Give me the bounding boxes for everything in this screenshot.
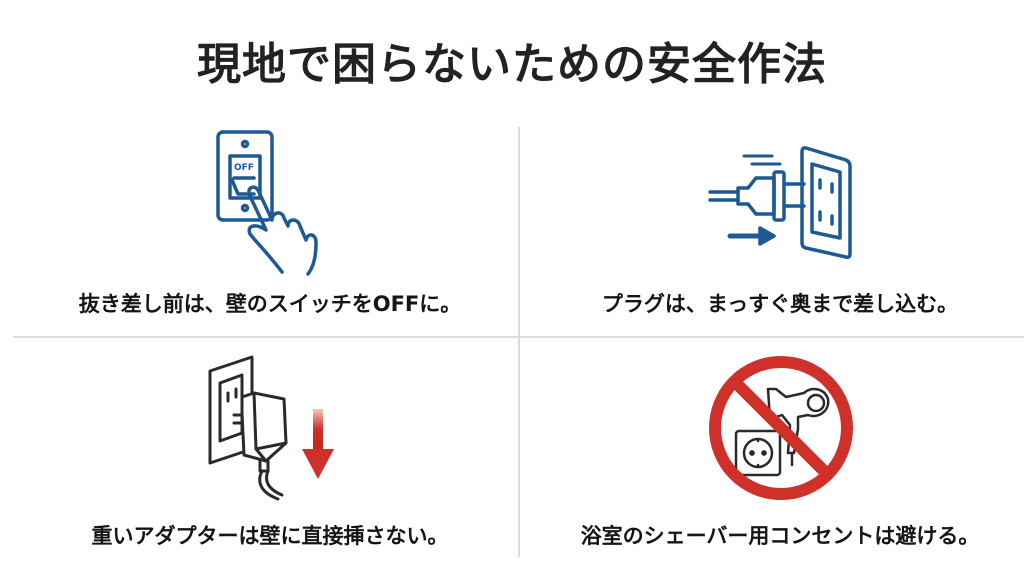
light-switch-off-hand-icon: OFF — [210, 128, 320, 282]
tip-caption: 重いアダプターは壁に直接挿さない。 — [91, 524, 449, 548]
plug-into-outlet-icon — [708, 142, 858, 264]
no-hairdryer-shaver-outlet-icon — [706, 353, 856, 507]
tip-caption: 抜き差し前は、壁のスイッチをOFFに。 — [78, 292, 462, 316]
page-title: 現地で困らないための安全作法 — [197, 39, 827, 90]
tip-heavy-adapter: 重いアダプターは壁に直接挿さない。 — [20, 345, 520, 565]
tip-avoid-shaver-outlet: 浴室のシェーバー用コンセントは避ける。 — [530, 345, 1024, 565]
tip-caption: 浴室のシェーバー用コンセントは避ける。 — [580, 524, 980, 548]
heavy-adapter-down-arrow-icon — [206, 353, 336, 507]
svg-text:OFF: OFF — [234, 163, 254, 173]
horizontal-divider — [13, 336, 1024, 338]
vertical-divider — [518, 127, 520, 557]
tip-plug-straight: プラグは、まっすぐ奥まで差し込む。 — [530, 120, 1024, 330]
tip-caption: プラグは、まっすぐ奥まで差し込む。 — [601, 292, 959, 316]
tip-switch-off: OFF 抜き差し前は、壁のスイッチをOFFに。 — [20, 120, 520, 330]
